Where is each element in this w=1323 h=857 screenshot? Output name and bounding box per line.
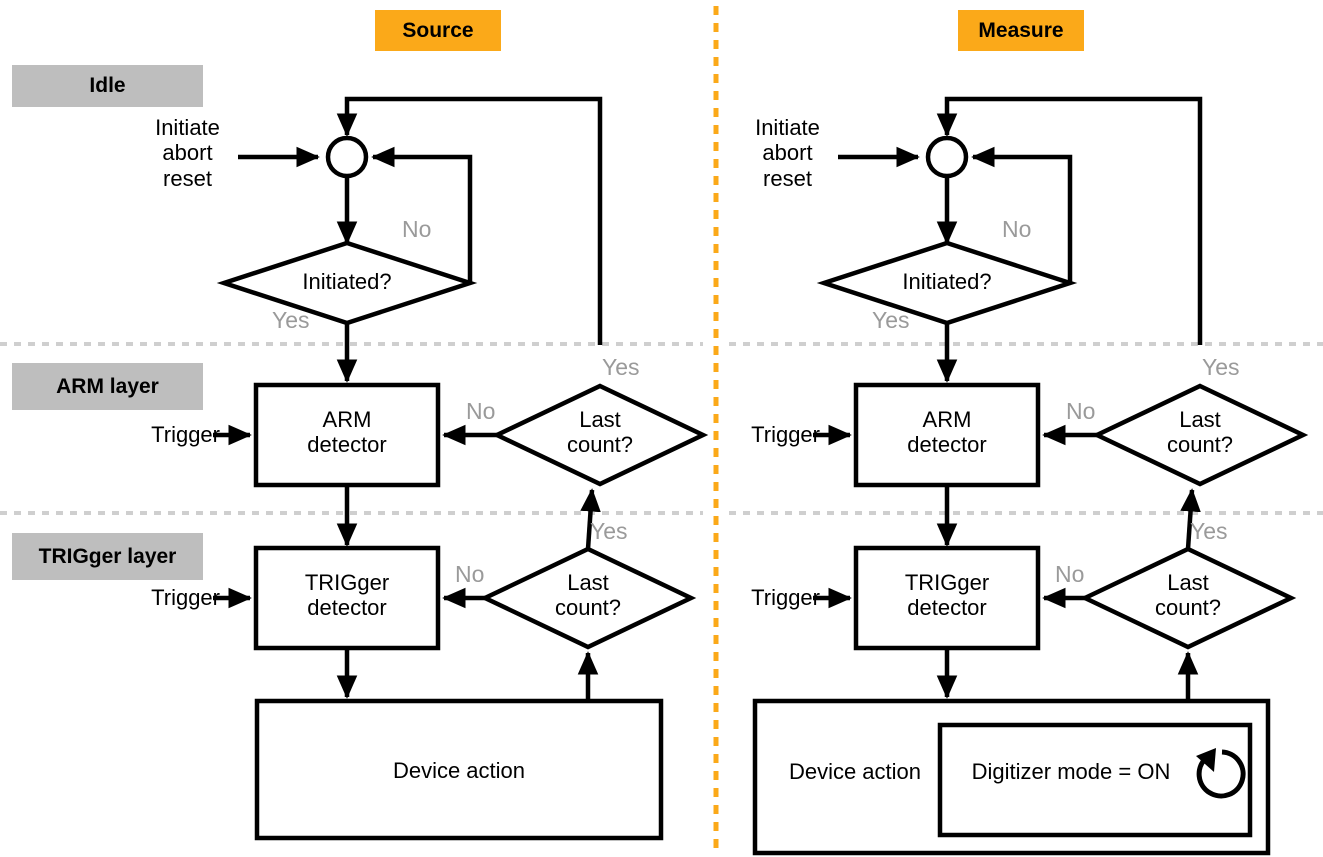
measure-trigger-detector-label: TRIGger detector: [856, 570, 1038, 621]
source-trig-lastcount-line2: count?: [554, 595, 622, 621]
source-arm-trigger-label: Trigger: [151, 422, 220, 447]
measure-trig-lastcount-line1: Last: [1167, 570, 1209, 595]
source-trig-lastcount-diamond: [479, 546, 697, 650]
source-trig-lastcount-no-label: No: [455, 561, 485, 587]
measure-trig-lastcount-label: Last count?: [1116, 570, 1260, 621]
source-arm-detector-box: [253, 382, 441, 488]
source-arm-lastcount-diamond: [491, 383, 709, 487]
measure-initiated-label: Initiated?: [902, 269, 992, 294]
source-entry-label: Initiate abort reset: [135, 115, 240, 191]
measure-outer-feedback-path: [936, 96, 1203, 345]
measure-trig-lastcount-yes-label: Yes: [1190, 518, 1228, 544]
measure-trig-lastcount-line2: count?: [1154, 595, 1222, 621]
measure-device-action-label: Device action: [788, 759, 922, 784]
measure-trig-lastcount-no-label: No: [1055, 561, 1085, 587]
measure-trig-trigger-label: Trigger: [751, 585, 820, 610]
measure-digitizer-mode-label: Digitizer mode = ON: [971, 759, 1171, 784]
measure-arm-lastcount-label: Last count?: [1128, 407, 1272, 458]
source-initiated-no-path: [371, 146, 473, 283]
measure-arm-detector-line2: detector: [907, 432, 987, 458]
source-arm-lastcount-label: Last count?: [528, 407, 672, 458]
measure-trig-lastcount-yes-path: [1180, 488, 1201, 550]
source-arm-lastcount-yes-label: Yes: [602, 354, 640, 380]
source-arm-lastcount-line2: count?: [566, 432, 634, 458]
layer-band-idle: Idle: [12, 65, 203, 107]
measure-initiated-no-path: [971, 146, 1073, 283]
source-trigger-detector-line2: detector: [307, 595, 387, 621]
measure-entry-label: Initiate abort reset: [735, 115, 840, 191]
source-arm-lastcount-line1: Last: [579, 407, 621, 432]
source-initiated-no-label: No: [402, 216, 432, 242]
source-arm-lastcount-no-label: No: [466, 398, 496, 424]
measure-trigger-detector-line2: detector: [907, 595, 987, 621]
source-trig-lastcount-line1: Last: [567, 570, 609, 595]
source-entry-line2: abort: [162, 140, 213, 166]
source-arm-detector-line1: ARM: [322, 407, 372, 432]
layer-band-trigger: TRIGger layer: [12, 533, 203, 580]
source-trig-lastcount-yes-label: Yes: [590, 518, 628, 544]
layer-band-arm: ARM layer: [12, 363, 203, 410]
source-trigger-detector-label: TRIGger detector: [256, 570, 438, 621]
source-initiated-yes-label: Yes: [272, 307, 310, 333]
measure-arm-detector-box: [853, 382, 1041, 488]
measure-arm-detector-label: ARM detector: [856, 407, 1038, 458]
measure-arm-lastcount-no-label: No: [1066, 398, 1096, 424]
measure-entry-line1: Initiate: [755, 115, 820, 140]
measure-entry-line2: abort: [762, 140, 813, 166]
layer-band-trigger-label: TRIGger layer: [38, 544, 177, 568]
header-source: Source: [375, 10, 501, 51]
measure-trigger-detector-line1: TRIGger: [904, 570, 990, 595]
header-measure-label: Measure: [978, 18, 1064, 42]
source-junction-circle: [325, 135, 369, 179]
source-arm-detector-line2: detector: [307, 432, 387, 458]
source-entry-line3: reset: [163, 165, 212, 191]
header-source-label: Source: [402, 18, 474, 42]
measure-arm-detector-line1: ARM: [922, 407, 972, 432]
source-trig-lastcount-label: Last count?: [516, 570, 660, 621]
measure-arm-lastcount-line2: count?: [1166, 432, 1234, 458]
source-initiated-label: Initiated?: [302, 269, 392, 294]
measure-trig-lastcount-diamond: [1079, 546, 1297, 650]
measure-arm-lastcount-yes-label: Yes: [1202, 354, 1240, 380]
source-device-action-label: Device action: [392, 758, 526, 783]
source-trigger-detector-line1: TRIGger: [304, 570, 390, 595]
measure-arm-lastcount-line1: Last: [1179, 407, 1221, 432]
layer-band-arm-label: ARM layer: [56, 374, 159, 398]
source-entry-line1: Initiate: [155, 115, 220, 140]
source-trig-lastcount-yes-path: [580, 488, 601, 550]
layer-band-idle-label: Idle: [89, 74, 126, 97]
source-arm-detector-label: ARM detector: [256, 407, 438, 458]
header-measure: Measure: [958, 10, 1084, 51]
measure-entry-line3: reset: [763, 165, 812, 191]
circular-arrow-icon: [1196, 748, 1246, 799]
measure-initiated-yes-label: Yes: [872, 307, 910, 333]
measure-trigger-detector-box: [853, 545, 1041, 651]
layer-separator-line: [0, 342, 1323, 515]
source-outer-feedback-path: [336, 96, 603, 345]
source-trig-trigger-label: Trigger: [151, 585, 220, 610]
measure-initiated-no-label: No: [1002, 216, 1032, 242]
measure-junction-circle: [925, 135, 969, 179]
source-device-action-box: [254, 698, 664, 841]
measure-arm-trigger-label: Trigger: [751, 422, 820, 447]
measure-arm-lastcount-diamond: [1091, 383, 1309, 487]
